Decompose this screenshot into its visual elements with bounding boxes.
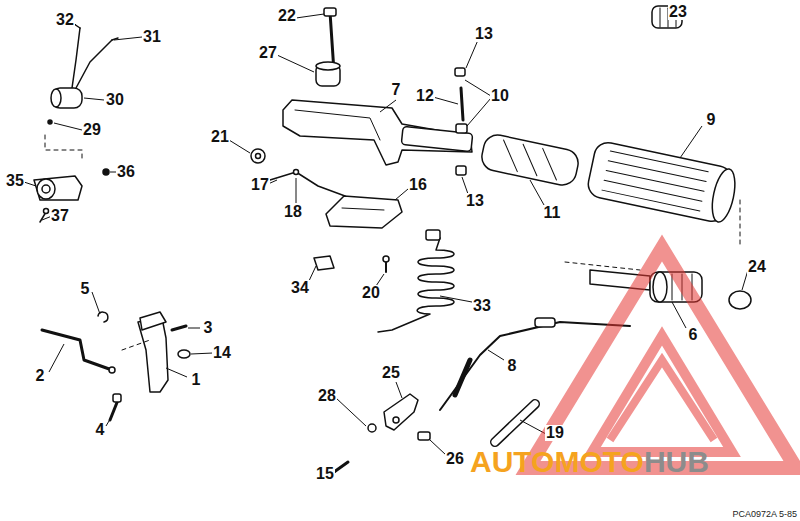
callout-number: 16 [408,177,428,193]
callout-number: 9 [706,112,717,128]
callout-number: 18 [283,204,303,220]
callout-number: 1 [191,372,202,388]
callout-number: 17 [250,177,270,193]
callout-number: 4 [95,422,106,438]
callout-number: 14 [212,345,232,361]
callout-number: 25 [381,365,401,381]
callout-number: 34 [290,280,310,296]
callout-number: 6 [688,327,699,343]
callout-number: 23 [668,4,688,20]
callout-number: 36 [116,164,136,180]
callout-number: 21 [210,129,230,145]
callout-number: 2 [35,368,46,384]
callout-number: 7 [391,82,402,98]
watermark: AUTOMOTO [470,447,644,477]
callout-number: 24 [747,259,767,275]
callout-number: 32 [55,12,75,28]
callout-number: 15 [315,466,335,482]
callout-number: 35 [5,173,25,189]
callout-number: 3 [203,320,214,336]
callout-number: 22 [277,8,297,24]
callout-number: 13 [474,26,494,42]
drawing-code: PCA0972A 5-85 [732,510,797,519]
callout-number: 26 [445,451,465,467]
callout-number: 31 [142,29,162,45]
callout-number: 33 [472,298,492,314]
watermark: HUB [644,447,709,477]
callout-number: 28 [317,388,337,404]
callout-number: 5 [80,281,91,297]
callout-number: 13 [465,193,485,209]
callout-number: 27 [258,45,278,61]
callout-number: 37 [50,208,70,224]
callout-number: 20 [361,285,381,301]
callout-number: 29 [82,122,102,138]
callout-number: 30 [105,92,125,108]
callout-number: 12 [415,88,435,104]
callout-number: 8 [507,358,518,374]
callout-number: 11 [543,205,562,221]
callout-number: 19 [545,425,565,441]
callout-number: 10 [490,88,510,104]
